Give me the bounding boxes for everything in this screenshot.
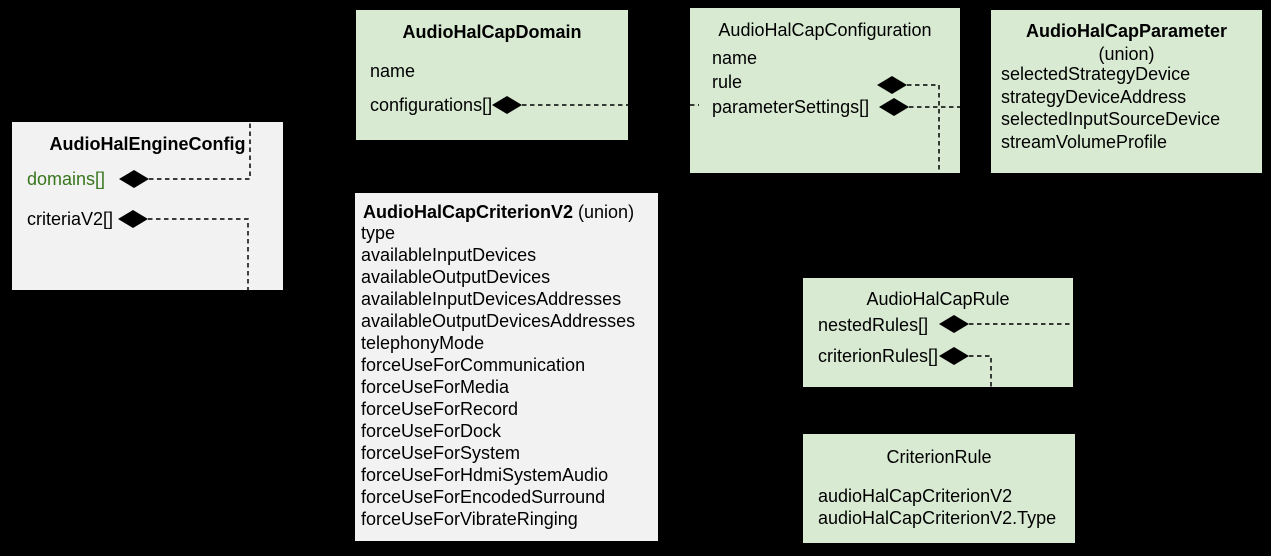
class-box-audio-hal-cap-parameter: AudioHalCapParameter (union)selectedStrat… xyxy=(991,10,1262,173)
box-title: AudioHalCapParameter (union) xyxy=(991,20,1262,66)
field-configurations: configurations[] xyxy=(370,95,493,115)
field-forceuseforcommunication: forceUseForCommunication xyxy=(361,355,586,375)
field-forceuseforvibrateringing: forceUseForVibrateRinging xyxy=(361,509,578,529)
box-title: CriterionRule xyxy=(803,446,1075,469)
field-forceuseformedia: forceUseForMedia xyxy=(361,377,510,397)
field-availableinputdevices: availableInputDevices xyxy=(361,245,537,265)
class-box-audio-hal-cap-configuration: AudioHalCapConfiguration name rule paramete… xyxy=(690,8,960,173)
box-title-text: AudioHalEngineConfig xyxy=(49,134,246,154)
field-selectedstrategydevice: selectedStrategyDevice xyxy=(1001,64,1191,84)
class-box-audio-hal-engine-config: AudioHalEngineConfig domains[] criteriaV2[… xyxy=(12,122,283,290)
box-title: AudioHalCapDomain xyxy=(356,21,628,44)
field-parametersettings: parameterSettings[] xyxy=(712,97,870,117)
box-title: AudioHalEngineConfig xyxy=(12,133,283,156)
field-forceuseforencodedsurround: forceUseForEncodedSurround xyxy=(361,487,606,507)
box-title-text: AudioHalCapParameter xyxy=(1025,21,1228,41)
box-title: AudioHalCapCriterionV2 (union) xyxy=(355,201,658,224)
field-availableinputdevicesaddresses: availableInputDevicesAddresses xyxy=(361,289,622,309)
field-type: type xyxy=(361,223,396,243)
box-title-text: AudioHalCapCriterionV2 xyxy=(363,202,574,222)
field-streamvolumeprofile: streamVolumeProfile xyxy=(1001,132,1168,152)
box-title-text: CriterionRule xyxy=(886,447,992,467)
class-box-audio-hal-cap-domain: AudioHalCapDomain name configurations[] xyxy=(356,10,628,140)
field-criterionrules: criterionRules[] xyxy=(818,346,939,366)
field-telephonymode: telephonyMode xyxy=(361,333,485,353)
box-title-text: AudioHalCapRule xyxy=(866,289,1010,309)
field-forceuseforsystem: forceUseForSystem xyxy=(361,443,521,463)
box-title: AudioHalCapConfiguration xyxy=(690,19,960,42)
box-title-text: AudioHalCapDomain xyxy=(402,22,582,42)
field-selectedinputsourcedevice: selectedInputSourceDevice xyxy=(1001,109,1221,129)
class-box-audio-hal-cap-rule: AudioHalCapRule nestedRules[] criterionRul… xyxy=(803,278,1073,387)
field-forceuseforhdmisystemaudio: forceUseForHdmiSystemAudio xyxy=(361,465,609,485)
field-availableoutputdevicesaddresses: availableOutputDevicesAddresses xyxy=(361,311,636,331)
field-strategydeviceaddress: strategyDeviceAddress xyxy=(1001,87,1187,107)
field-nestedrules: nestedRules[] xyxy=(818,315,929,335)
field-audiohalcapcriterionv2-type: audioHalCapCriterionV2.Type xyxy=(818,508,1057,528)
field-rule: rule xyxy=(712,72,743,92)
field-name: name xyxy=(712,48,758,68)
box-title-suffix: (union) xyxy=(573,202,635,222)
field-audiohalcapcriterionv2: audioHalCapCriterionV2 xyxy=(818,486,1013,506)
field-domains: domains[] xyxy=(27,169,106,189)
field-forceusefordock: forceUseForDock xyxy=(361,421,502,441)
box-title-text: AudioHalCapConfiguration xyxy=(718,20,932,40)
box-title: AudioHalCapRule xyxy=(803,288,1073,311)
field-criteriav2: criteriaV2[] xyxy=(27,209,114,229)
field-forceuseforrecord: forceUseForRecord xyxy=(361,399,519,419)
field-availableoutputdevices: availableOutputDevices xyxy=(361,267,551,287)
field-name: name xyxy=(370,61,416,81)
box-subtitle: (union) xyxy=(1098,44,1155,64)
